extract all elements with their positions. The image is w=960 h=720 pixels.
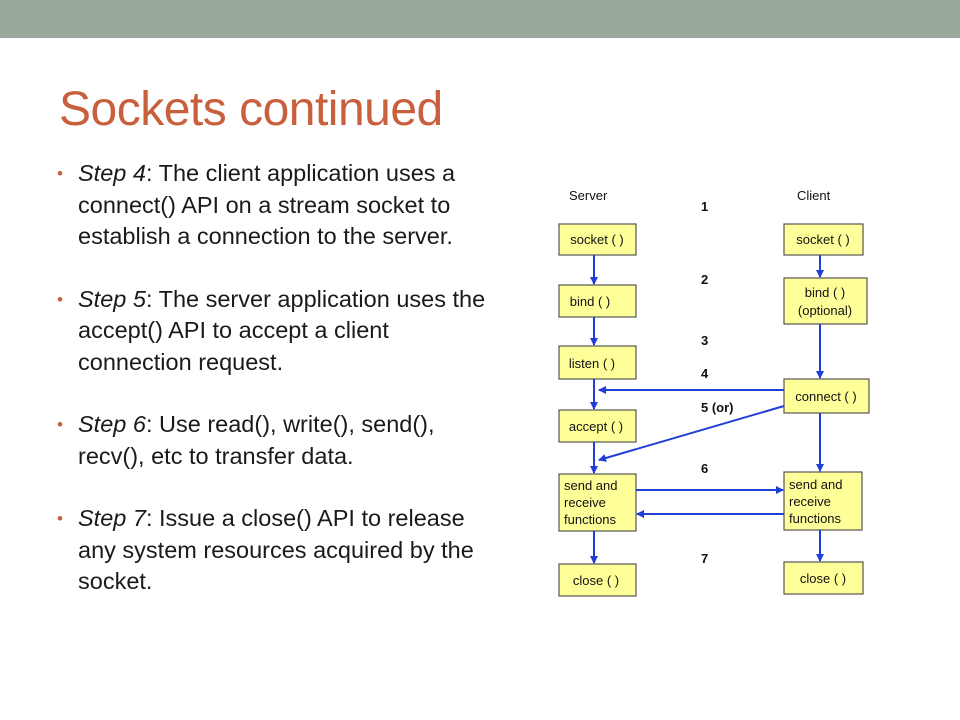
server-bind-box: bind ( ): [558, 284, 637, 318]
client-send-receive-line-2: receive: [789, 494, 831, 509]
server-close-label: close ( ): [573, 573, 619, 588]
server-accept-label: accept ( ): [569, 419, 623, 434]
top-accent-bar: [0, 0, 960, 38]
step-number-2: 2: [701, 272, 708, 287]
server-accept-box: accept ( ): [558, 409, 637, 443]
client-socket-box: socket ( ): [783, 223, 864, 256]
step-number-7: 7: [701, 551, 708, 566]
step-number-5: 5 (or): [701, 400, 734, 415]
step-number-3: 3: [701, 333, 708, 348]
diagram-svg: Server Client 1 2 3 4 5 (or) 6 7 socket …: [558, 188, 870, 597]
server-send-receive-box: send and receive functions: [558, 473, 637, 532]
bullet-text: : Issue a close() API to release any sys…: [78, 505, 474, 594]
step-number-4: 4: [701, 366, 709, 381]
client-heading: Client: [797, 188, 831, 203]
bullet-step-6: Step 6: Use read(), write(), send(), rec…: [57, 409, 497, 472]
bullet-list: Step 4: The client application uses a co…: [57, 158, 497, 629]
bullet-label: Step 6: [78, 411, 146, 437]
server-send-receive-line-2: receive: [564, 495, 606, 510]
server-bind-label: bind ( ): [570, 294, 610, 309]
server-send-receive-line-3: functions: [564, 512, 617, 527]
client-send-receive-line-3: functions: [789, 511, 842, 526]
server-heading: Server: [569, 188, 608, 203]
bullet-label: Step 7: [78, 505, 146, 531]
client-close-label: close ( ): [800, 571, 846, 586]
client-send-receive-box: send and receive functions: [783, 471, 863, 531]
server-socket-label: socket ( ): [570, 232, 623, 247]
bullet-text: : The server application uses the accept…: [78, 285, 486, 375]
step-number-6: 6: [701, 461, 708, 476]
arrow-connect-to-accept: [598, 405, 785, 462]
bullet-text: : Use read(), write(), send(), recv(), e…: [78, 411, 435, 469]
server-close-box: close ( ): [558, 563, 637, 597]
client-socket-label: socket ( ): [796, 232, 849, 247]
bullet-label: Step 4: [78, 160, 146, 186]
bullet-step-4: Step 4: The client application uses a co…: [57, 158, 497, 253]
client-bind-line-2: (optional): [798, 303, 852, 318]
server-listen-box: listen ( ): [558, 345, 637, 380]
bullet-step-7: Step 7: Issue a close() API to release a…: [57, 503, 497, 598]
server-listen-label: listen ( ): [569, 356, 615, 371]
client-bind-box: bind ( ) (optional): [783, 277, 868, 325]
client-close-box: close ( ): [783, 561, 864, 595]
client-send-receive-line-1: send and: [789, 477, 843, 492]
step-number-1: 1: [701, 199, 708, 214]
socket-flow-diagram: Server Client 1 2 3 4 5 (or) 6 7 socket …: [556, 180, 876, 610]
server-send-receive-line-1: send and: [564, 478, 618, 493]
server-socket-box: socket ( ): [558, 223, 637, 256]
bullet-text: : The client application uses a connect(…: [78, 160, 456, 249]
client-connect-label: connect ( ): [795, 389, 856, 404]
slide-title: Sockets continued: [59, 83, 443, 136]
client-connect-box: connect ( ): [783, 378, 870, 414]
client-bind-line-1: bind ( ): [805, 285, 845, 300]
bullet-step-5: Step 5: The server application uses the …: [57, 284, 497, 379]
bullet-label: Step 5: [78, 285, 146, 312]
